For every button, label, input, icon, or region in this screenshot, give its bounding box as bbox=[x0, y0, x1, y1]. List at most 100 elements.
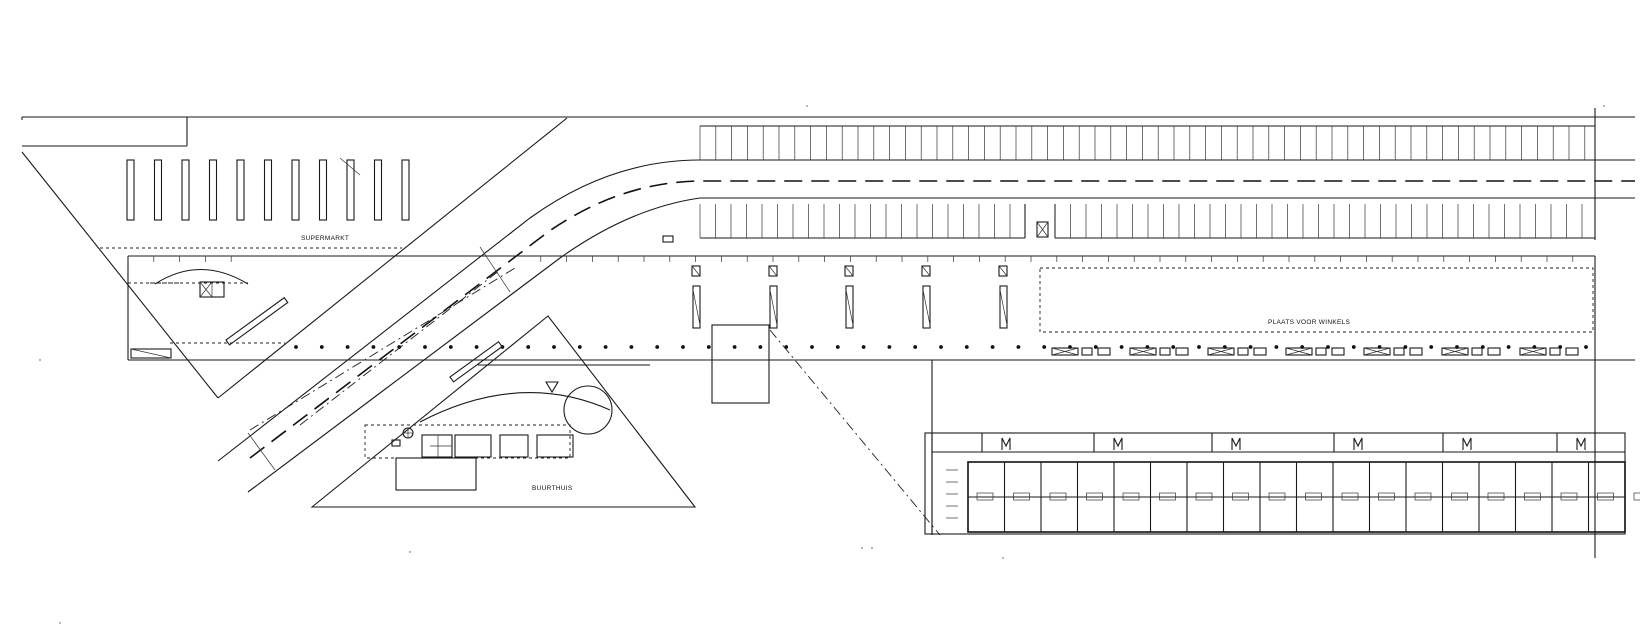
shop-cell bbox=[999, 285, 1008, 329]
column-dot bbox=[913, 345, 918, 349]
column-dot bbox=[861, 345, 866, 349]
column-dot bbox=[810, 345, 814, 349]
arcade-column-ticks bbox=[127, 256, 1574, 262]
kiosk bbox=[199, 281, 225, 298]
column-dot bbox=[345, 345, 350, 349]
bench-small bbox=[1471, 347, 1483, 356]
bench-small bbox=[1097, 347, 1111, 356]
shop-cell bbox=[845, 285, 854, 329]
column-dot bbox=[939, 345, 943, 349]
shopping-arcade bbox=[127, 255, 1635, 383]
shops-area-label: PLAATS VOOR WINKELS bbox=[1268, 319, 1351, 326]
community-house-label: BUURTHUIS bbox=[532, 485, 573, 492]
shop-marker bbox=[768, 265, 778, 277]
shelf bbox=[401, 159, 410, 221]
shelf bbox=[236, 159, 245, 221]
shelf bbox=[318, 159, 328, 221]
entrance-mark bbox=[1576, 437, 1586, 450]
bench-small bbox=[1175, 347, 1189, 356]
column-dot bbox=[887, 345, 892, 349]
bench bbox=[1519, 347, 1547, 356]
bench-small bbox=[1237, 347, 1249, 356]
bench-diagonal bbox=[225, 296, 289, 346]
bench-small bbox=[1331, 347, 1345, 356]
column-dot bbox=[1584, 345, 1588, 349]
unit-door bbox=[976, 492, 994, 501]
parking-marker bbox=[1036, 221, 1049, 238]
column-dot bbox=[603, 345, 608, 349]
entrance-mark bbox=[1231, 437, 1241, 450]
column-dot bbox=[1326, 345, 1330, 349]
housing-units bbox=[967, 461, 1640, 533]
column-dot bbox=[1016, 345, 1021, 349]
bench bbox=[1363, 347, 1391, 356]
column-dot bbox=[526, 345, 531, 349]
bench bbox=[1285, 347, 1313, 356]
column-dot bbox=[835, 345, 840, 349]
kiosk-canopy-arc bbox=[154, 269, 249, 285]
shop-marker bbox=[921, 265, 931, 277]
small-marker bbox=[662, 235, 674, 243]
bench bbox=[1129, 347, 1157, 356]
column-dot bbox=[964, 345, 969, 349]
bench-small bbox=[1159, 347, 1171, 356]
arcade-shop-cells bbox=[662, 235, 1008, 329]
shelf bbox=[208, 159, 218, 221]
bench bbox=[1051, 347, 1079, 356]
unit-door bbox=[1414, 492, 1432, 501]
column-dot bbox=[706, 345, 711, 349]
unit-door bbox=[1086, 492, 1103, 501]
unit-door bbox=[1049, 492, 1067, 501]
column-dot bbox=[1274, 345, 1279, 349]
central-building bbox=[711, 324, 770, 404]
unit-door bbox=[1232, 492, 1249, 501]
benches-row bbox=[1051, 347, 1579, 356]
column-dot bbox=[423, 345, 427, 349]
unit-door bbox=[1122, 492, 1140, 501]
shop-marker bbox=[998, 265, 1008, 277]
unit-door bbox=[1560, 492, 1578, 501]
shop-cell bbox=[769, 285, 778, 329]
shelf bbox=[153, 159, 163, 221]
arcade-columns bbox=[294, 345, 1588, 349]
unit-door bbox=[1159, 492, 1176, 501]
column-dot bbox=[1093, 345, 1098, 349]
unit-door bbox=[1341, 492, 1359, 501]
supermarket-area: SUPERMARKT bbox=[21, 117, 568, 399]
unit-door bbox=[1305, 492, 1322, 501]
column-dot bbox=[1351, 345, 1356, 349]
bench bbox=[1441, 347, 1469, 356]
column-dot bbox=[1197, 345, 1201, 349]
column-dot bbox=[629, 345, 634, 349]
bench-small bbox=[1549, 347, 1561, 356]
bench-diagonal-2 bbox=[449, 340, 503, 383]
unit-door bbox=[1597, 492, 1614, 501]
unit-door bbox=[1524, 492, 1541, 501]
shelf bbox=[291, 159, 300, 221]
column-dot bbox=[655, 345, 660, 349]
housing-entrance-marks bbox=[946, 433, 1586, 519]
column-dot bbox=[448, 345, 453, 349]
road bbox=[217, 159, 1635, 493]
site-boundary bbox=[21, 108, 1635, 240]
bench-small bbox=[1315, 347, 1327, 356]
column-dot bbox=[1042, 345, 1047, 349]
column-dot bbox=[397, 345, 402, 349]
bench-small bbox=[1253, 347, 1267, 356]
shelf bbox=[263, 159, 273, 221]
shops-area: PLAATS VOOR WINKELS bbox=[1039, 267, 1594, 333]
shelf bbox=[346, 159, 355, 221]
parking-row-middle bbox=[699, 204, 1595, 239]
column-dot bbox=[294, 345, 298, 349]
bench-small bbox=[1409, 347, 1423, 356]
shelf bbox=[126, 159, 135, 221]
column-dot bbox=[681, 345, 685, 349]
entrance-mark bbox=[1353, 437, 1363, 450]
shelf bbox=[181, 159, 190, 221]
shop-marker bbox=[844, 265, 854, 277]
column-dot bbox=[1171, 345, 1176, 349]
bench-small bbox=[1487, 347, 1501, 356]
supermarket-shelves bbox=[126, 159, 410, 221]
entrance-mark bbox=[1113, 437, 1123, 450]
unit-door bbox=[1378, 492, 1395, 501]
